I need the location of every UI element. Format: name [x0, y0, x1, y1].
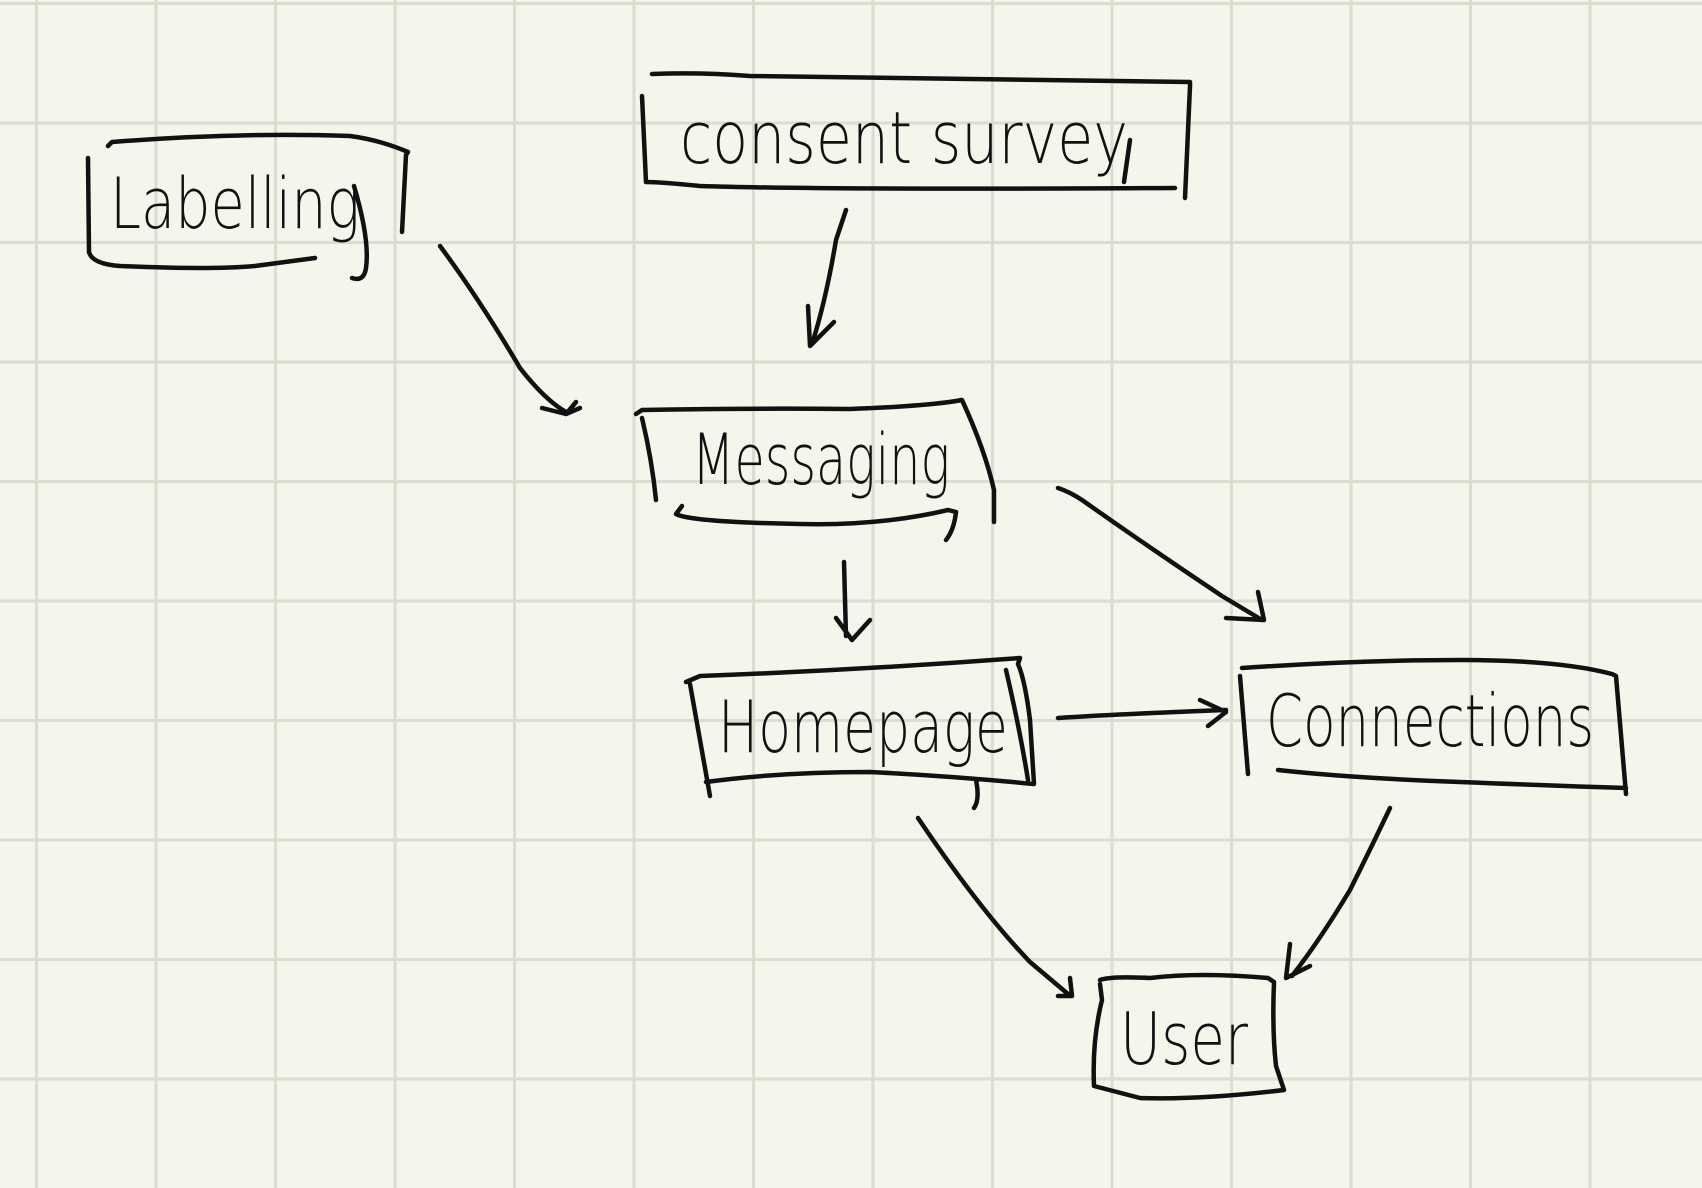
arrow-head	[1197, 697, 1229, 729]
edge-messaging-to-connections	[1055, 485, 1267, 623]
arrow-head	[1055, 975, 1075, 999]
node-messaging: Messaging	[633, 397, 997, 543]
node-labelling: Labelling	[85, 132, 411, 282]
edge-consent-to-messaging	[805, 207, 849, 349]
node-labelling-box	[85, 132, 411, 282]
arrow-line	[841, 559, 849, 639]
arrow-head	[1223, 589, 1267, 623]
edge-connections-to-user	[1283, 805, 1393, 981]
edge-labelling-to-messaging	[437, 243, 583, 417]
node-user-label: User	[1120, 997, 1248, 1081]
node-connections-box	[1237, 657, 1629, 797]
node-messaging-box	[633, 397, 997, 543]
node-user: User	[1091, 972, 1287, 1101]
node-consent-survey-box	[639, 71, 1193, 201]
arrow-head	[539, 399, 583, 417]
node-connections: Connections	[1237, 657, 1629, 797]
arrow-line	[1055, 485, 1265, 623]
arrow-line	[1289, 805, 1393, 979]
arrow-line	[915, 815, 1071, 997]
arrow-head	[805, 303, 837, 349]
edge-messaging-to-homepage	[833, 559, 873, 643]
edge-homepage-to-connections	[1055, 697, 1229, 729]
arrow-line	[1055, 707, 1229, 721]
arrow-head	[833, 615, 873, 643]
arrow-line	[437, 243, 569, 415]
node-consent-survey: consent survey	[639, 71, 1193, 201]
node-connections-label: Connections	[1266, 679, 1594, 763]
node-homepage-box	[683, 655, 1037, 811]
node-homepage: Homepage	[683, 655, 1037, 811]
node-user-box	[1091, 972, 1287, 1101]
node-messaging-label: Messaging	[692, 419, 950, 501]
node-labelling-label: Labelling	[110, 163, 360, 245]
node-homepage-label: Homepage	[718, 685, 1008, 769]
arrow-line	[809, 207, 849, 347]
arrow-head	[1283, 941, 1313, 981]
edge-homepage-to-user	[915, 815, 1075, 999]
node-consent-survey-label: consent survey	[680, 96, 1128, 180]
